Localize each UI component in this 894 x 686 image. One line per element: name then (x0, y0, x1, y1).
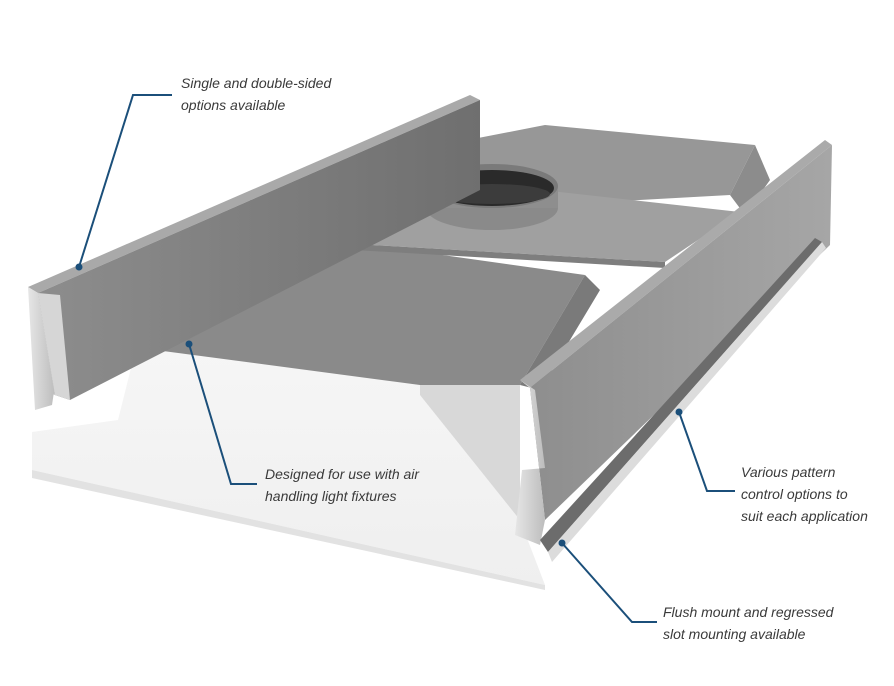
callout-mounting-line-2: slot mounting available (663, 626, 806, 642)
leader-line-pattern-control (678, 411, 735, 492)
callout-mounting: Flush mount and regressed slot mounting … (663, 601, 833, 645)
callout-dot-mounting (558, 539, 566, 547)
ceiling-slab (32, 340, 545, 585)
callout-pattern-control-line-3: suit each application (741, 508, 868, 524)
callout-pattern-control-line-2: control options to (741, 486, 848, 502)
callout-light-fixtures-line-1: Designed for use with air (265, 466, 420, 482)
leader-lines (78, 94, 735, 623)
leader-line-sides (78, 94, 172, 268)
callout-light-fixtures: Designed for use with air handling light… (265, 463, 419, 507)
callout-mounting-line-1: Flush mount and regressed (663, 604, 834, 620)
callout-sides-line-1: Single and double-sided (181, 75, 332, 91)
slot-strip (540, 238, 822, 552)
callout-sides: Single and double-sided options availabl… (181, 72, 331, 116)
callout-pattern-control-line-1: Various pattern (741, 464, 836, 480)
leader-line-mounting (561, 542, 657, 623)
callout-dot-sides (75, 263, 83, 271)
callout-pattern-control: Various pattern control options to suit … (741, 461, 868, 527)
right-rail (515, 140, 832, 562)
leader-line-light-fixtures (188, 343, 257, 485)
callout-dot-pattern-control (675, 408, 683, 416)
left-rail (28, 95, 480, 410)
callout-sides-line-2: options available (181, 97, 286, 113)
callout-dot-light-fixtures (185, 340, 193, 348)
callout-light-fixtures-line-2: handling light fixtures (265, 488, 397, 504)
plenum-body (118, 235, 585, 385)
